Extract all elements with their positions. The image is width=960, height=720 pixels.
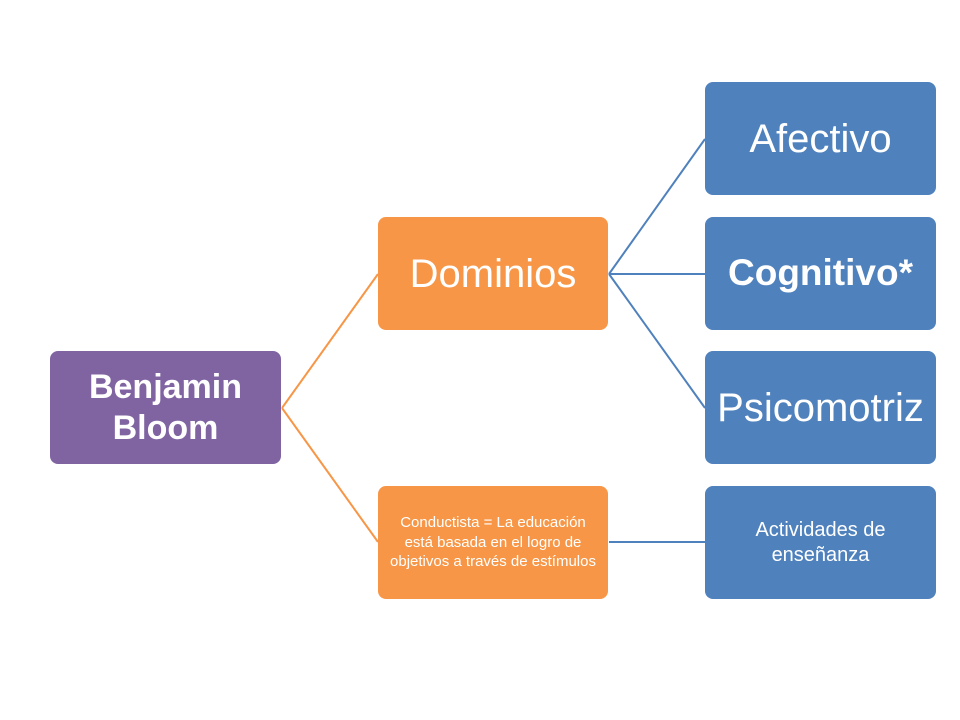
connector-root-conductista xyxy=(281,407,379,543)
connector-dominios-afectivo xyxy=(608,138,706,275)
afectivo-node-label: Afectivo xyxy=(749,116,892,161)
dominios-node: Dominios xyxy=(378,217,608,330)
psicomotriz-node: Psicomotriz xyxy=(705,351,936,464)
cognitivo-node-label: Cognitivo* xyxy=(728,252,913,294)
cognitivo-node: Cognitivo* xyxy=(705,217,936,330)
root-node: Benjamin Bloom xyxy=(50,351,281,464)
root-node-label: Benjamin Bloom xyxy=(88,368,243,447)
connector-root-dominios xyxy=(281,273,379,409)
actividades-node-label: Actividades de enseñanza xyxy=(755,518,886,566)
actividades-node: Actividades de enseñanza xyxy=(705,486,936,599)
psicomotriz-node-label: Psicomotriz xyxy=(717,385,924,430)
afectivo-node: Afectivo xyxy=(705,82,936,195)
connector-dominios-psicomotriz xyxy=(608,273,706,409)
conductista-node-label: Conductista = La educación está basada e… xyxy=(390,514,596,571)
dominios-node-label: Dominios xyxy=(409,251,577,296)
conductista-node: Conductista = La educación está basada e… xyxy=(378,486,608,599)
